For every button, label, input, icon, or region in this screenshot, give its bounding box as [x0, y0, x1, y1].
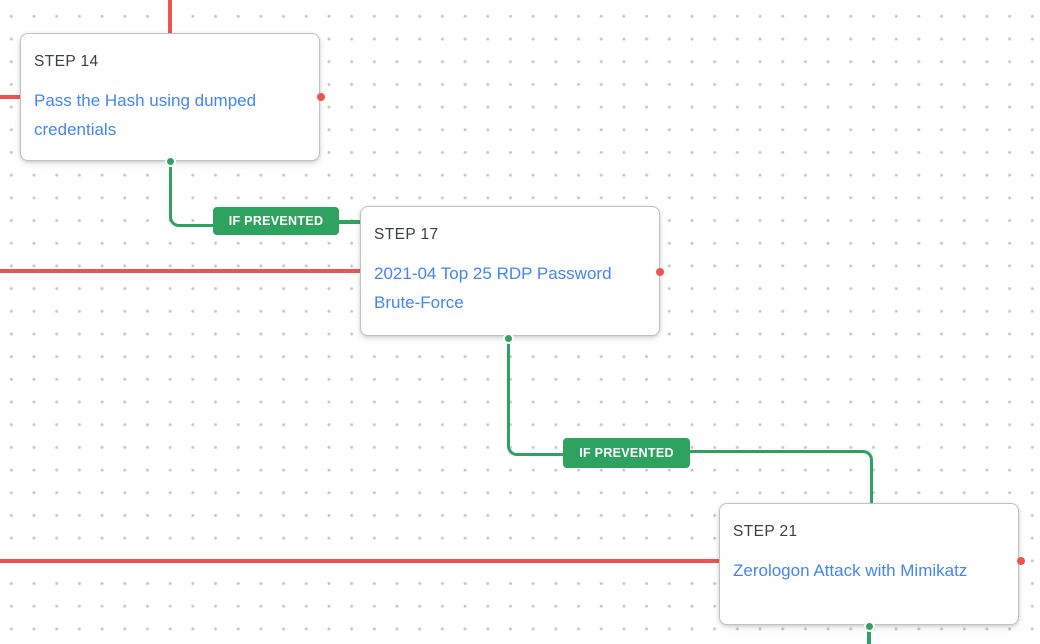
step-number-label: STEP 21	[733, 523, 798, 540]
step-title-link[interactable]: 2021-04 Top 25 RDP Password Brute-Force	[374, 264, 612, 312]
edge-red-incoming-left-step14	[0, 95, 21, 99]
step-node-17[interactable]: STEP 17 2021-04 Top 25 RDP Password Brut…	[360, 206, 660, 336]
step-number-label: STEP 14	[34, 53, 99, 70]
step-title-link[interactable]: Zerologon Attack with Mimikatz	[733, 561, 968, 580]
red-output-port-step21[interactable]	[1017, 557, 1025, 565]
edge-green-step14-to-step17-tail	[339, 220, 361, 224]
edge-green-outgoing-bottom-step21	[867, 624, 871, 644]
red-output-port-step17[interactable]	[656, 268, 664, 276]
edge-green-step17-to-step21	[506, 339, 570, 456]
edge-label-if-prevented-2[interactable]: IF PREVENTED	[563, 438, 690, 468]
green-output-port-step21[interactable]	[863, 620, 875, 632]
step-node-21[interactable]: STEP 21 Zerologon Attack with Mimikatz	[719, 503, 1019, 625]
edge-red-incoming-top-step14	[168, 0, 172, 34]
edge-green-step17-to-step21-tail	[690, 449, 873, 507]
edge-red-incoming-left-step21	[0, 559, 720, 563]
step-number-label: STEP 17	[374, 226, 439, 243]
red-output-port-step14[interactable]	[317, 93, 325, 101]
green-output-port-step17[interactable]	[502, 333, 514, 344]
edge-green-step14-to-step17	[168, 161, 220, 227]
edge-red-incoming-left-step17	[0, 269, 361, 273]
edge-label-if-prevented-1[interactable]: IF PREVENTED	[213, 207, 339, 235]
step-title-link[interactable]: Pass the Hash using dumped credentials	[34, 91, 257, 139]
green-output-port-step14[interactable]	[164, 155, 176, 167]
step-node-14[interactable]: STEP 14 Pass the Hash using dumped crede…	[20, 33, 320, 161]
